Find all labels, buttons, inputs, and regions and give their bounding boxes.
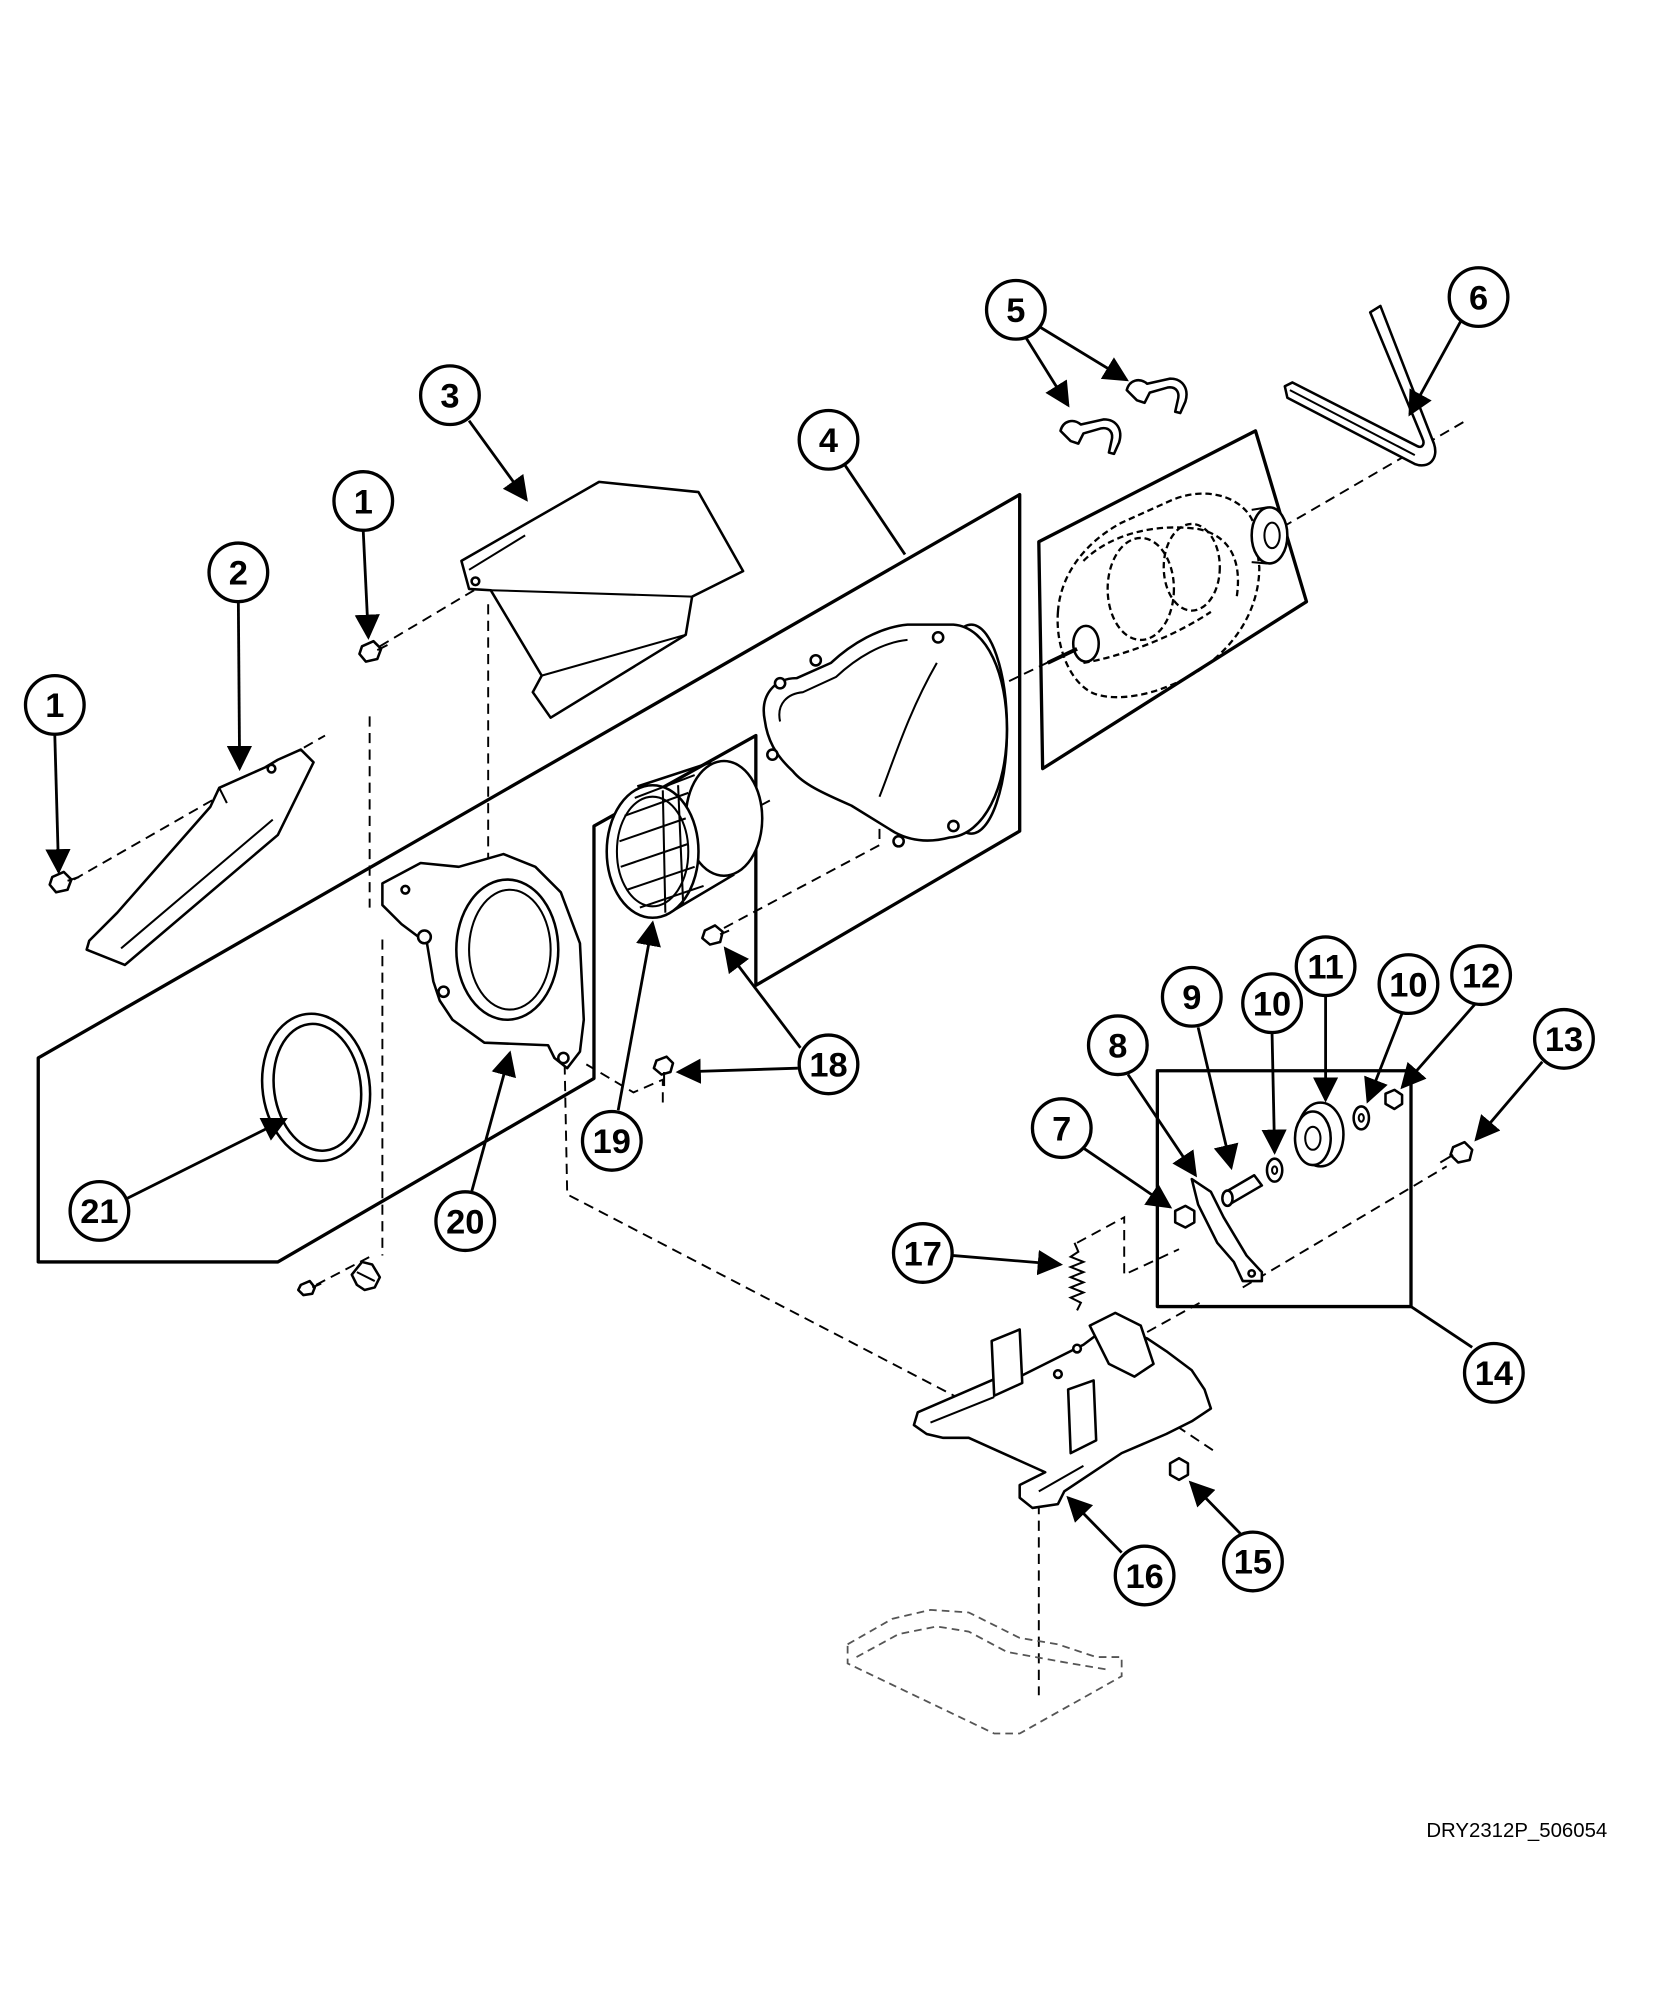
callout-label: 8 (1108, 1028, 1127, 1066)
callout-label: 9 (1182, 979, 1201, 1017)
callout-1-left: 1 (23, 673, 86, 736)
callout-label: 10 (1389, 966, 1427, 1004)
callout-label: 18 (809, 1047, 847, 1085)
part-20-bulkhead (381, 852, 586, 1070)
callout-15: 15 (1221, 1530, 1284, 1593)
callout-13: 13 (1532, 1007, 1595, 1070)
screw-18-lower (652, 1055, 675, 1087)
callout-label: 3 (440, 377, 459, 415)
callout-21: 21 (68, 1179, 131, 1242)
part-10-washer-left (1265, 1157, 1284, 1183)
part-21-seal-ring (260, 1012, 372, 1163)
part-2-bracket (85, 748, 315, 967)
callout-label: 7 (1052, 1110, 1071, 1148)
callout-label: 12 (1462, 957, 1500, 995)
screw-1-lower (296, 1279, 322, 1297)
callout-label: 17 (904, 1235, 942, 1273)
callout-label: 5 (1006, 292, 1025, 330)
part-12-nut (1384, 1088, 1404, 1111)
callout-9: 9 (1160, 965, 1223, 1028)
callout-label: 11 (1307, 948, 1343, 986)
callout-10-left: 10 (1241, 972, 1304, 1035)
callout-6: 6 (1447, 266, 1510, 329)
callout-3: 3 (418, 364, 481, 427)
callout-1-upper: 1 (332, 470, 395, 532)
part-7-nut (1173, 1204, 1196, 1229)
callout-12: 12 (1450, 944, 1513, 1007)
part-motor (1046, 492, 1289, 699)
callout-label: 19 (593, 1123, 631, 1161)
callout-8: 8 (1086, 1014, 1149, 1077)
screw-1-upper (358, 639, 388, 663)
callout-label: 20 (446, 1203, 484, 1241)
callout-2: 2 (207, 541, 270, 604)
callout-label: 10 (1253, 985, 1291, 1023)
part-6-belt (1283, 304, 1437, 467)
callout-label: 1 (354, 483, 373, 521)
callout-7: 7 (1030, 1097, 1093, 1160)
callout-5: 5 (984, 278, 1047, 341)
part-16-motor-base (912, 1311, 1213, 1510)
callout-label: 15 (1234, 1544, 1272, 1582)
callout-18: 18 (797, 1033, 860, 1096)
assembly-outline-motor (1037, 429, 1309, 771)
callout-label: 13 (1545, 1021, 1583, 1059)
part-17-spring (1067, 1242, 1087, 1311)
callout-20: 20 (434, 1190, 497, 1253)
callout-4: 4 (797, 408, 860, 471)
part-13-bolt (1439, 1140, 1474, 1164)
callout-11: 11 (1294, 935, 1357, 998)
wheel-blades (619, 774, 704, 913)
part-15-nut (1168, 1456, 1190, 1482)
callout-label: 2 (229, 555, 248, 593)
callout-label: 21 (80, 1193, 118, 1231)
callout-label: 1 (45, 687, 64, 725)
part-11-idler-pulley (1293, 1101, 1345, 1168)
part-9-idler-shaft (1221, 1173, 1264, 1208)
part-10-washer-right (1352, 1105, 1371, 1131)
callout-label: 4 (819, 422, 838, 460)
part-4-blower-housing (762, 623, 1009, 848)
callout-10-right: 10 (1377, 953, 1440, 1016)
callout-16: 16 (1113, 1544, 1176, 1607)
screw-1-left (48, 870, 80, 894)
screw-18-upper (701, 924, 730, 946)
callout-label: 14 (1475, 1355, 1513, 1393)
leader-lines (45, 320, 1544, 1554)
callout-label: 16 (1125, 1558, 1163, 1596)
assembly-outline-main (36, 492, 1022, 1264)
cabinet-base-ghost (846, 1609, 1123, 1735)
part-19-blower-wheel (605, 759, 764, 920)
callout-19: 19 (580, 1109, 643, 1172)
wire-clip (350, 1260, 382, 1292)
drawing-id: DRY2312P_506054 (1426, 1820, 1607, 1842)
callout-label: 6 (1469, 279, 1488, 317)
part-8-idler-arm (1190, 1177, 1264, 1283)
part-3-duct-cover (460, 480, 745, 719)
callout-17: 17 (891, 1222, 954, 1284)
part-5-clips (1059, 377, 1188, 456)
callout-14: 14 (1462, 1341, 1525, 1404)
